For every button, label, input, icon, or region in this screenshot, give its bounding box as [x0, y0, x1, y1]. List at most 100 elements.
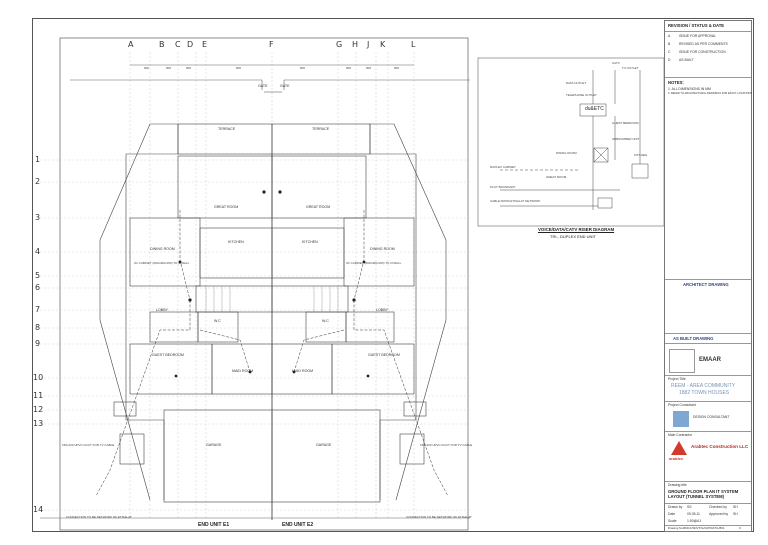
gate-left-label: GATE	[258, 84, 268, 88]
riser-title: VOICE/DATA/CATV RISER DIAGRAM	[538, 227, 615, 232]
rev-row-c-code: C	[668, 50, 671, 54]
grid-letter-j: J	[367, 40, 370, 49]
checked-label: Checked by	[709, 505, 727, 509]
grid-number-7: 7	[35, 305, 41, 314]
guest-bedroom-right-label: GUEST BEDROOM	[368, 353, 400, 357]
grid-letter-c: C	[175, 40, 181, 49]
garage-left-label: GARAGE	[206, 443, 222, 447]
drawing-number: RMC1/SDVT/G/GP/DIAT/L/801	[683, 526, 725, 530]
riser-label-tv-outlet: TV OUTLET	[622, 66, 639, 70]
riser-label-dining: DINING ROOM	[556, 151, 577, 155]
riser-label-data-outlet: DATA OUTLET	[566, 81, 587, 85]
title-block: REVISION / STATUS & DATE A ISSUE FOR APP…	[664, 20, 752, 532]
grid-letter-k: K	[380, 40, 386, 49]
notes-header: NOTES:	[668, 80, 684, 85]
dim-top-right-2: 900	[346, 66, 352, 70]
revision-header: REVISION / STATUS & DATE	[668, 23, 725, 28]
tb-divider	[665, 375, 751, 376]
riser-label-telephone: TELEPHONE OUTLET	[566, 93, 597, 97]
rev-row-d-code: D	[668, 58, 671, 62]
rev-row-b-desc: REVISED AS PER COMMENTS	[679, 42, 728, 46]
emaar-logo	[669, 349, 695, 373]
drawing-number-label: Drawing No.	[668, 526, 684, 530]
dim-top-right-4: 900	[394, 66, 400, 70]
riser-label-plot-boundary: PLOT BOUNDARY	[490, 185, 516, 189]
grid-number-11: 11	[33, 391, 44, 400]
riser-label-subscriber: SUBSCRIBER UNIT	[612, 137, 640, 141]
dim-top-left-1: 900	[144, 66, 150, 70]
date-value: 09.05.11	[687, 512, 700, 516]
arabtec-logo-icon	[671, 441, 687, 455]
grid-letter-g: G	[336, 40, 343, 49]
wc-left-label: W.C	[214, 319, 221, 323]
grid-number-14: 14	[33, 505, 44, 514]
maid-room-right-label: MAID ROOM	[292, 369, 314, 373]
consultant-logo	[673, 411, 689, 427]
cabinet-note-left: 3C CABINET (600x400x150) TO C/WALL	[134, 261, 190, 265]
drawing-title-header: Drawing title	[668, 483, 687, 487]
note-1: 1. ALL DIMENSIONS IN MM	[668, 87, 711, 91]
grid-number-3: 3	[35, 213, 41, 222]
note-2: 2. REFER TO ARCHITECTURAL DRAWINGS FOR E…	[668, 92, 753, 95]
great-room-right-label: GREAT ROOM	[306, 205, 331, 209]
duct-note-right: 150x100 UPVC DUCT FOR TV CABLE	[420, 443, 473, 447]
dim-top-left-3: 900	[186, 66, 192, 70]
lobby-left-label: LOBBY	[156, 308, 168, 312]
terrace-right-label: TERRACE	[312, 127, 330, 131]
grid-letter-l: L	[411, 40, 416, 49]
garage-right-label: GARAGE	[316, 443, 332, 447]
grid-number-9: 9	[35, 339, 41, 348]
tb-divider	[665, 279, 751, 280]
dining-right-label: DINING ROOM	[370, 247, 395, 251]
riser-label-catv: CATV	[612, 61, 620, 65]
grid-number-4: 4	[35, 247, 41, 256]
cabinet-note-right: 3C CABINET (600x400x150) TO C/WALL	[346, 261, 402, 265]
tb-divider	[665, 503, 751, 504]
grid-letter-e: E	[202, 40, 208, 49]
riser-label-great-room: GREAT ROOM	[546, 175, 567, 179]
tb-divider	[665, 401, 751, 402]
grid-number-13: 13	[33, 419, 44, 428]
riser-label-cable-etisalat: CABLE FROM ETISALAT NETWORK	[490, 199, 541, 203]
consultant-header: Project Consultant	[668, 403, 696, 407]
project-title-header: Project Title	[668, 377, 686, 381]
as-built-stamp: AS BUILT DRAWING	[673, 336, 714, 341]
grid-number-2: 2	[35, 177, 41, 186]
dim-top-right-3: 900	[366, 66, 372, 70]
consultant-name: DESIGN CONSULTANT	[693, 415, 730, 419]
kitchen-right-label: KITCHEN	[302, 240, 318, 244]
great-room-left-label: GREAT ROOM	[214, 205, 239, 209]
rev-row-c-desc: ISSUE FOR CONSTRUCTION	[679, 50, 726, 54]
tb-divider	[665, 77, 751, 78]
riser-label-kitchen: KITCHEN	[634, 153, 648, 157]
grid-number-12: 12	[33, 405, 44, 414]
project-title: REEM - AREA COMMUNITY	[671, 383, 736, 389]
dining-left-label: DINING ROOM	[150, 247, 175, 251]
rev-row-b-code: B	[668, 42, 671, 46]
riser-box-label: du&ETC	[585, 106, 604, 112]
checked-value: SH	[733, 505, 738, 509]
rev-row-a-desc: ISSUE FOR APPROVAL	[679, 34, 717, 38]
scale-value: 1:50@A1	[687, 519, 702, 523]
riser-subtitle: TRI-, DUPLEX END UNIT	[550, 234, 597, 239]
grid-number-1: 1	[35, 155, 41, 164]
riser-label-duplex-cabinet: DUPLEX CABINET	[490, 165, 516, 169]
riser-label-guest-bedroom: GUEST BEDROOM	[612, 121, 639, 125]
approved-value: SH	[733, 512, 738, 516]
grid-number-6: 6	[35, 283, 41, 292]
grid-number-5: 5	[35, 271, 41, 280]
grid-letter-d: D	[187, 40, 194, 49]
grid-letter-h: H	[352, 40, 359, 49]
grid-number-10: 10	[33, 373, 44, 382]
drawn-label: Drawn by	[668, 505, 683, 509]
gate-right-label: GATE	[280, 84, 290, 88]
sheet-border	[32, 18, 754, 532]
scale-label: Scale	[668, 519, 677, 523]
drawing-title: GROUND FLOOR PLAN IT SYSTEM LAYOUT (TUNN…	[668, 489, 739, 500]
dim-top-left-4: 900	[236, 66, 242, 70]
date-label: Date	[668, 512, 676, 516]
tb-divider	[665, 343, 751, 344]
drawn-value: SS	[687, 505, 692, 509]
